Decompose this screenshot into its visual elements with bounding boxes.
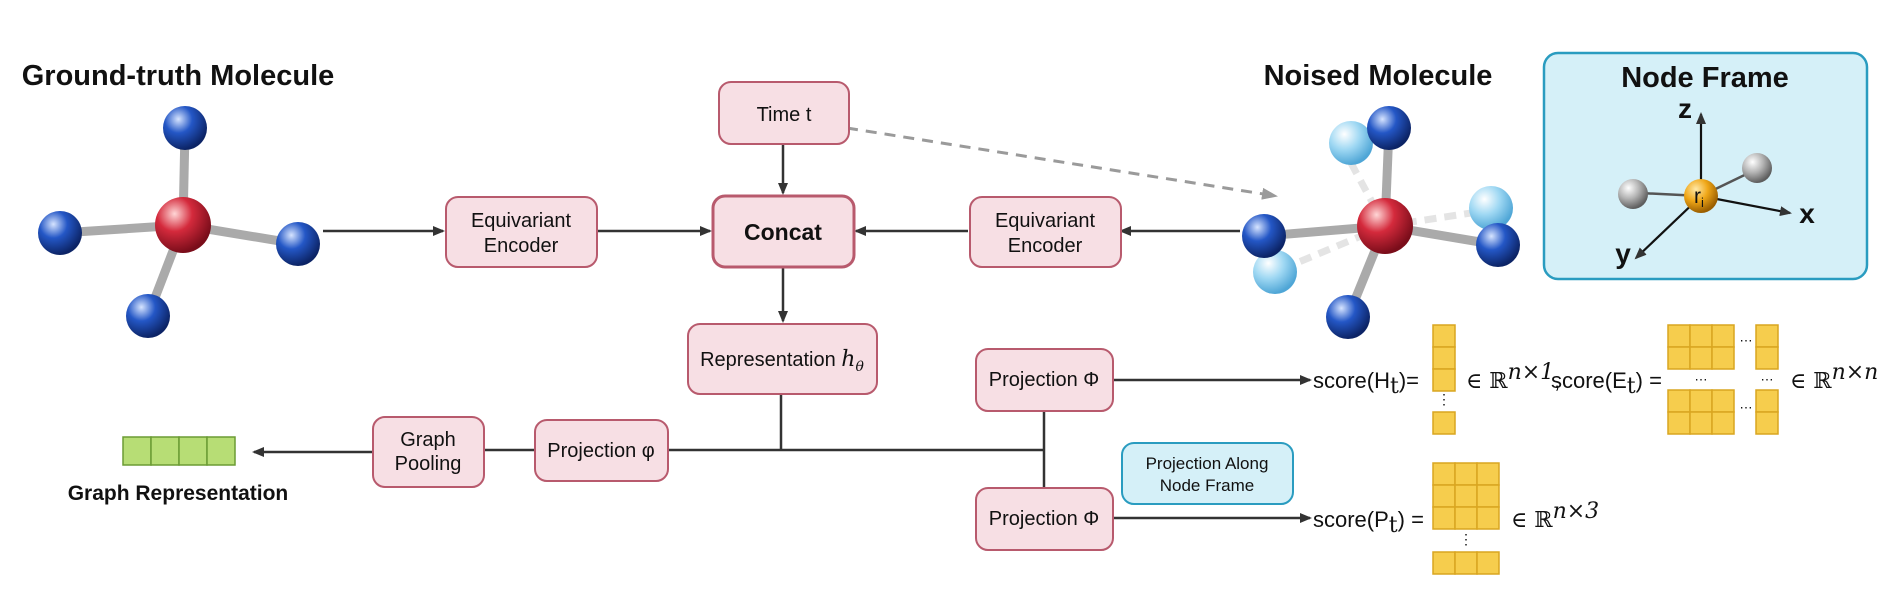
svg-text:score(Et) =: score(Et) =: [1551, 368, 1662, 399]
score-e-matrix: ⋯ ⋯ ⋯ ⋯: [1667, 324, 1779, 435]
ground-truth-molecule: [38, 106, 320, 338]
svg-text:Representation hθ: Representation hθ: [700, 347, 864, 375]
noised-ghost-atom: [1329, 121, 1373, 165]
score-comma: ,: [1554, 368, 1560, 393]
score-h-in: ∈ ℝ: [1466, 369, 1508, 394]
projection-Phi-top-box: Projection Φ: [975, 348, 1114, 412]
score-p-label: score(P: [1313, 507, 1389, 532]
svg-text:∈ ℝn×1,: ∈ ℝn×1,: [1466, 360, 1560, 394]
connectors: [252, 126, 1312, 523]
noised-ghost-atom: [1253, 250, 1297, 294]
score-p-dim: n×3: [1553, 499, 1600, 524]
time-box: Time t: [718, 81, 850, 145]
svg-text:ri: ri: [1694, 185, 1704, 210]
score-h-label: score(H: [1313, 368, 1390, 393]
noised-atom-bottom: [1326, 295, 1370, 339]
equivariant-encoder-left: Equivariant Encoder: [445, 196, 598, 268]
atom-right: [276, 222, 320, 266]
projection-along-node-frame-box: Projection Along Node Frame: [1121, 442, 1294, 505]
graph-pooling-line2: Pooling: [395, 453, 462, 475]
score-h-sub: t: [1390, 374, 1399, 399]
svg-text:⋯: ⋯: [1695, 372, 1708, 387]
svg-text:⋮: ⋮: [1459, 531, 1473, 547]
frame-neighbor-right: [1742, 153, 1772, 183]
frame-neighbor-left: [1618, 179, 1648, 209]
ground-truth-title: Ground-truth Molecule: [22, 60, 335, 92]
projection-Phi-top-label: Projection Φ: [989, 369, 1099, 391]
svg-text:⋯: ⋯: [1740, 400, 1753, 415]
noised-atom-center: [1357, 198, 1413, 254]
noised-atom-right: [1476, 223, 1520, 267]
encoder-right-line2: Encoder: [1008, 235, 1083, 257]
node-frame-panel: Node Frame z x y ri: [1542, 51, 1869, 281]
graph-pooling-box: Graph Pooling: [372, 416, 485, 488]
node-sub: i: [1701, 195, 1704, 210]
encoder-right-line1: Equivariant: [995, 210, 1096, 232]
concat-label: Concat: [744, 219, 822, 245]
axis-y-label: y: [1615, 238, 1631, 269]
graph-representation-label: Graph Representation: [68, 482, 289, 505]
axis-z-label: z: [1678, 93, 1692, 124]
graph-representation-vector: [122, 436, 236, 466]
concat-box: Concat: [711, 194, 856, 269]
encoder-left-line1: Equivariant: [471, 210, 572, 232]
axis-x-label: x: [1799, 198, 1815, 229]
representation-label: Representation: [700, 349, 841, 371]
score-e-sub: t: [1627, 374, 1636, 399]
atom-left: [38, 211, 82, 255]
equivariant-encoder-right: Equivariant Encoder: [969, 196, 1122, 268]
atom-center: [155, 197, 211, 253]
score-p-end: ) =: [1398, 507, 1424, 532]
projection-Phi-bottom-box: Projection Φ: [975, 487, 1114, 551]
score-e-in: ∈ ℝ: [1790, 369, 1832, 394]
projection-Phi-bottom-label: Projection Φ: [989, 508, 1099, 530]
svg-text:score(Pt) =: score(Pt) =: [1313, 507, 1424, 538]
score-e-dim: n×n: [1832, 360, 1879, 385]
representation-box: Representation hθ: [687, 323, 878, 395]
projection-phi-box: Projection φ: [534, 419, 669, 482]
score-h-dim: n×1: [1508, 360, 1555, 385]
node-label: r: [1694, 185, 1701, 208]
noised-atom-top: [1367, 106, 1411, 150]
projection-along-line1: Projection Along: [1146, 454, 1269, 473]
noised-molecule: [1242, 106, 1520, 339]
svg-text:∈ ℝn×n: ∈ ℝn×n: [1790, 360, 1878, 394]
representation-symbol: h: [841, 347, 855, 372]
graph-pooling-line1: Graph: [400, 429, 456, 451]
frame-node-ri: [1684, 179, 1718, 213]
svg-text:⋮: ⋮: [1437, 391, 1451, 407]
score-e-end: ) =: [1636, 368, 1662, 393]
score-h-matrix: ⋮: [1432, 324, 1456, 435]
representation-subscript: θ: [855, 359, 864, 375]
score-h-end: )=: [1399, 368, 1419, 393]
atom-bottom: [126, 294, 170, 338]
encoder-left-line2: Encoder: [484, 235, 559, 257]
atom-top: [163, 106, 207, 150]
score-p-matrix: ⋮: [1432, 462, 1500, 575]
svg-text:score(Ht)=: score(Ht)=: [1313, 368, 1419, 399]
noised-atom-left: [1242, 214, 1286, 258]
score-p-in: ∈ ℝ: [1511, 508, 1553, 533]
node-frame-title: Node Frame: [1621, 62, 1789, 94]
projection-phi-label: Projection φ: [547, 440, 654, 462]
noised-molecule-title: Noised Molecule: [1264, 60, 1493, 92]
noised-ghost-atom: [1469, 186, 1513, 230]
time-label: Time t: [757, 104, 812, 126]
svg-text:⋯: ⋯: [1761, 372, 1774, 387]
projection-along-line2: Node Frame: [1160, 476, 1254, 495]
score-e-label: score(E: [1551, 368, 1627, 393]
dashed-time-to-noised: [846, 126, 1278, 200]
svg-text:⋯: ⋯: [1740, 333, 1753, 348]
score-p-sub: t: [1389, 513, 1398, 538]
svg-text:∈ ℝn×3: ∈ ℝn×3: [1511, 499, 1599, 533]
